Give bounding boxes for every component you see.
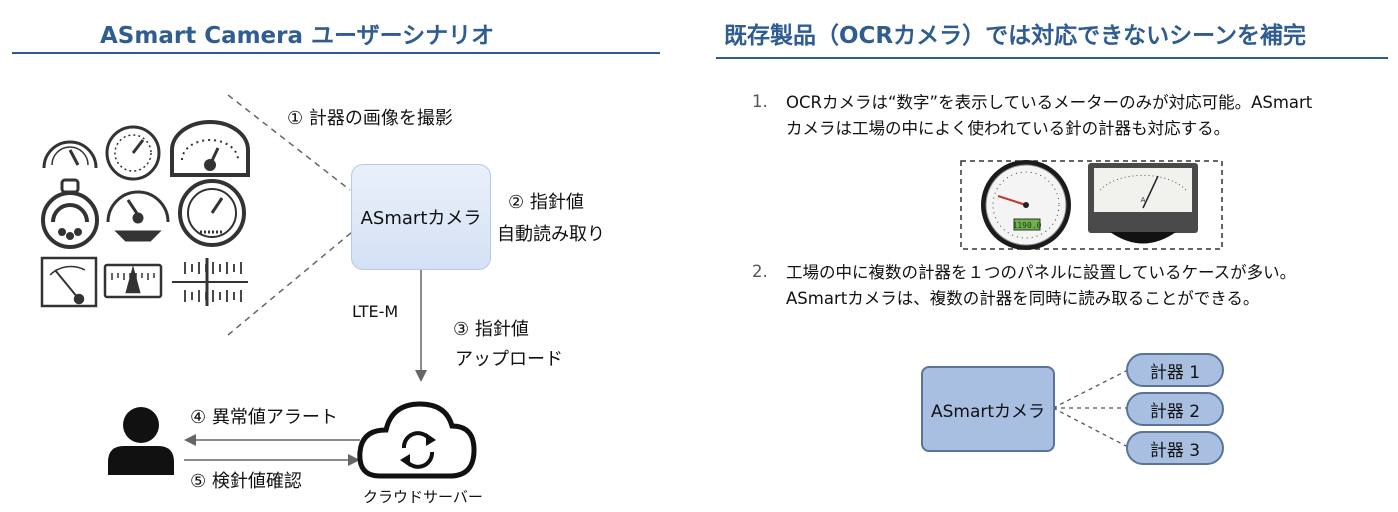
user-icon [108, 407, 174, 475]
item1-line1: OCRカメラは“数字”を表示しているメーターのみが対応可能。ASmart [786, 93, 1313, 112]
step3-label-line1: ③ 指針値 [453, 319, 529, 340]
meter-1-label: 計器 1 [1149, 362, 1201, 383]
cloud-icon [357, 401, 477, 479]
right-title: 既存製品（OCRカメラ）では対応できないシーンを補完 [724, 23, 1306, 49]
camera-box: ASmartカメラ [351, 164, 491, 270]
gauge-icon-9 [172, 258, 248, 306]
cloud-label: クラウドサーバー [363, 488, 483, 506]
meters-photo-frame [960, 160, 1223, 250]
step3-label-line2: アップロード [455, 349, 563, 370]
meter-2-label: 計器 2 [1149, 401, 1201, 422]
gauge-icon-3 [170, 120, 250, 177]
panel-meter-icon: A [1088, 163, 1198, 244]
right-title-rule [716, 57, 1388, 59]
meter-1-pill: 計器 1 [1126, 353, 1224, 387]
item2-line2: ASmartカメラは、複数の計器を同時に読み取ることができる。 [786, 289, 1260, 308]
step1-label: ① 計器の画像を撮影 [287, 108, 453, 129]
gauge-icon-6 [178, 179, 246, 247]
gauge-icon-7 [40, 256, 98, 308]
step5-label: ⑤ 検針値確認 [190, 471, 302, 492]
alert-arrow-head [184, 434, 196, 446]
round-meter-icon [981, 160, 1071, 250]
gauge-icon-2 [105, 125, 161, 181]
item1-number: 1. [752, 92, 768, 111]
item1-text: OCRカメラは“数字”を表示しているメーターのみが対応可能。ASmart カメラ… [786, 90, 1312, 142]
meter-3-pill: 計器 3 [1126, 431, 1224, 465]
camera-label: ASmartカメラ [360, 208, 482, 229]
lcd-digits: 1190.0 [1013, 221, 1042, 230]
svg-text:A: A [1141, 196, 1146, 204]
gauge-icon-8 [103, 263, 163, 299]
meter-3-label: 計器 3 [1149, 440, 1201, 461]
camera-label-right: ASmartカメラ [930, 401, 1046, 422]
network-label: LTE-M [352, 302, 399, 321]
meter-2-pill: 計器 2 [1126, 392, 1224, 426]
left-title: ASmart Camera ユーザーシナリオ [100, 23, 495, 49]
item2-line1: 工場の中に複数の計器を１つのパネルに設置しているケースが多い。 [786, 263, 1297, 282]
gauge-icon-1 [42, 140, 98, 169]
step2-label-line2: 自動読み取り [497, 224, 605, 245]
connector-meter-3 [1052, 407, 1129, 448]
item1-line2: カメラは工場の中によく使われている針の計器も対応する。 [786, 119, 1231, 138]
gauge-icon-5 [106, 190, 170, 242]
left-title-rule [12, 52, 660, 54]
item2-number: 2. [752, 262, 768, 281]
gauge-icon-4 [41, 178, 99, 249]
step2-label-line1: ② 指針値 [508, 192, 584, 213]
upload-arrow-head [415, 370, 427, 382]
step4-label: ④ 異常値アラート [190, 407, 338, 428]
view-line-bottom [227, 231, 353, 336]
view-line-top [227, 94, 351, 191]
camera-box-right: ASmartカメラ [921, 366, 1055, 452]
connector-meter-1 [1052, 369, 1129, 409]
check-arrow-head [348, 454, 360, 466]
item2-text: 工場の中に複数の計器を１つのパネルに設置しているケースが多い。 ASmartカメ… [786, 260, 1296, 312]
